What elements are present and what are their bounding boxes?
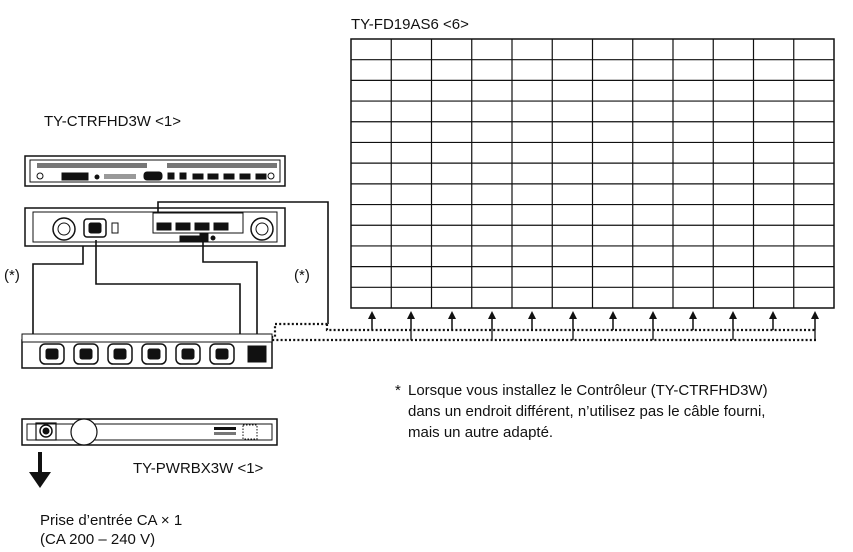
display-wall-grid: [350, 38, 835, 309]
arrow-head: [689, 311, 697, 319]
display-input-arrows: [368, 311, 819, 330]
arrow-head: [488, 311, 496, 319]
power-outlet-socket: [215, 348, 229, 360]
arrow-head: [569, 311, 577, 319]
controller-rear-unit: [24, 207, 286, 247]
power-box-model-label: TY-PWRBX3W <1>: [133, 460, 264, 477]
power-input-arrow: [29, 452, 51, 488]
display-model-label: TY-FD19AS6 <6>: [351, 16, 469, 33]
footnote-line-2: dans un endroit différent, n’utilisez pa…: [408, 403, 766, 420]
power-outlet: [209, 343, 235, 365]
power-outlet: [73, 343, 99, 365]
power-outlet: [175, 343, 201, 365]
power-outlet: [39, 343, 65, 365]
power-outlet-socket: [79, 348, 93, 360]
arrow-head: [528, 311, 536, 319]
power-box-rear-unit: [21, 333, 273, 369]
power-box-switch: [247, 345, 267, 363]
arrow-head: [649, 311, 657, 319]
power-outlet: [107, 343, 133, 365]
arrow-head: [448, 311, 456, 319]
power-outlet-socket: [45, 348, 59, 360]
arrow-head: [609, 311, 617, 319]
arrow-head: [769, 311, 777, 319]
controller-front-unit: [24, 155, 286, 187]
arrow-head: [407, 311, 415, 319]
power-input-label-line1: Prise d’entrée CA × 1: [40, 512, 183, 529]
power-outlet-socket: [113, 348, 127, 360]
arrow-head: [368, 311, 376, 319]
footnote-line-3: mais un autre adapté.: [408, 424, 554, 441]
power-cables: [32, 201, 329, 346]
power-input-label-line2: (CA 200 – 240 V): [40, 531, 156, 548]
arrow-feed-lines: [410, 330, 816, 340]
footnote-marker: *: [395, 382, 401, 399]
power-box-front-unit: [21, 418, 278, 446]
asterisk-right-label: (*): [294, 267, 310, 284]
power-outlet-socket: [181, 348, 195, 360]
arrow-head: [811, 311, 819, 319]
power-outlet-socket: [147, 348, 161, 360]
power-outlet: [141, 343, 167, 365]
footnote-line-1: Lorsque vous installez le Contrôleur (TY…: [408, 382, 768, 399]
dotted-cable-line: [225, 322, 817, 348]
asterisk-left-label: (*): [4, 267, 20, 284]
arrow-head: [729, 311, 737, 319]
controller-model-label: TY-CTRFHD3W <1>: [44, 113, 181, 130]
